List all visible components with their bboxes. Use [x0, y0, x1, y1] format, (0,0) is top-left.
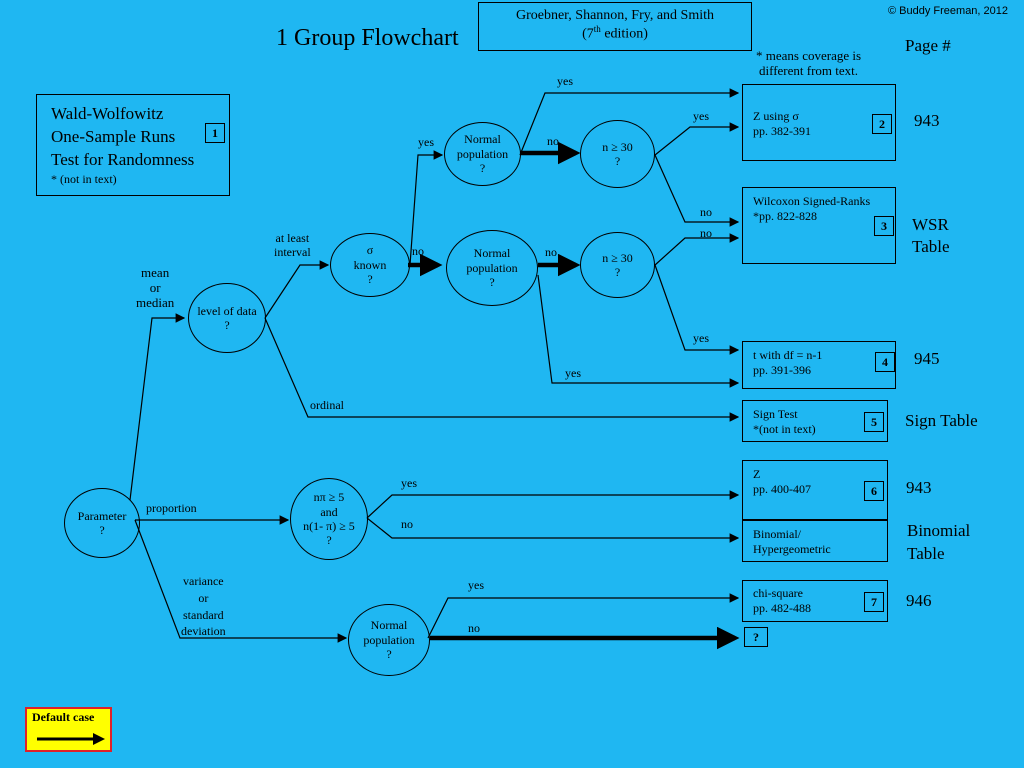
edge-normal-bot-yes [427, 593, 740, 639]
label-no-normal-top: no [547, 134, 559, 148]
wald-wolfowitz-title: Wald-Wolfowitz One-Sample Runs Test for … [51, 104, 195, 169]
normal-population-bottom-node: Normal population ? [348, 604, 430, 676]
source-box: Groebner, Shannon, Fry, and Smith (7th e… [478, 2, 752, 51]
label-yes-normal-mid: yes [565, 366, 581, 380]
result-number-7: 7 [864, 592, 884, 612]
coverage-note: * means coverage is different from text. [756, 48, 862, 78]
normal-population-mid-node: Normal population ? [446, 230, 538, 306]
default-case-label: Default case [32, 710, 95, 724]
level-of-data-node: level of data ? [188, 283, 266, 353]
page-ref-binomial: Binomial Table [907, 521, 971, 563]
edge-n30-top-no [654, 154, 740, 227]
np-condition-node: nπ ≥ 5 and n(1- π) ≥ 5 ? [290, 478, 368, 560]
arrow-right-icon [37, 733, 105, 745]
copyright: © Buddy Freeman, 2012 [888, 5, 1009, 17]
page-title: 1 Group Flowchart [276, 25, 459, 51]
label-yes-np: yes [401, 476, 417, 490]
n-ge-30-top-node: n ≥ 30 ? [580, 120, 655, 188]
label-yes-normal-bot: yes [468, 578, 484, 592]
result-number-6: 6 [864, 481, 884, 501]
label-at-least-interval: at least interval [274, 231, 311, 259]
label-ordinal: ordinal [310, 398, 344, 412]
sigma-known-node: σ known ? [330, 233, 410, 297]
result-unknown: ? [744, 627, 768, 647]
page-ref-3: WSR Table [912, 215, 950, 257]
wald-wolfowitz-box: Wald-Wolfowitz One-Sample Runs Test for … [36, 94, 230, 196]
n-ge-30-mid-node: n ≥ 30 ? [580, 232, 655, 298]
edge-n30-top-yes [654, 122, 740, 156]
label-yes-n30-top: yes [693, 109, 709, 123]
label-no-normal-mid: no [545, 245, 557, 259]
result-number-2: 2 [872, 114, 892, 134]
page-ref-7: 946 [906, 591, 932, 610]
label-no-normal-bot: no [468, 621, 480, 635]
wald-wolfowitz-note: * (not in text) [51, 171, 117, 186]
edge-normal-mid-yes [537, 274, 740, 388]
label-variance: variance or standard deviation [181, 574, 226, 639]
page-ref-2: 943 [914, 111, 940, 130]
label-no-n30-top: no [700, 205, 712, 219]
normal-population-top-node: Normal population ? [444, 122, 521, 186]
label-yes-normal-top: yes [557, 74, 573, 88]
source-authors: Groebner, Shannon, Fry, and Smith [515, 8, 714, 23]
default-case-legend: Default case [25, 707, 112, 752]
label-mean-median: mean or median [136, 265, 175, 310]
edge-sigma-yes [409, 150, 444, 266]
edge-n30-mid-no [654, 233, 740, 266]
label-yes-sigma: yes [418, 135, 434, 149]
edge-at-least-interval [264, 260, 330, 319]
result-wilcoxon: Wilcoxon Signed-Ranks*pp. 822-828 [742, 187, 896, 264]
edge-np-no [366, 517, 740, 543]
edge-ordinal [264, 317, 740, 422]
result-number-5: 5 [864, 412, 884, 432]
page-header: Page # [905, 36, 951, 55]
label-no-n30-mid: no [700, 226, 712, 240]
label-yes-n30-mid: yes [693, 331, 709, 345]
page-ref-4: 945 [914, 349, 940, 368]
label-no-sigma: no [412, 244, 424, 258]
edge-mean-median [129, 313, 186, 501]
edge-n30-mid-yes [654, 264, 740, 355]
edge-variance [134, 519, 348, 643]
source-edition: (7th edition) [582, 24, 648, 42]
result-number-4: 4 [875, 352, 895, 372]
result-number-3: 3 [874, 216, 894, 236]
result-number-1: 1 [205, 123, 225, 143]
label-no-np: no [401, 517, 413, 531]
page-ref-5: Sign Table [905, 411, 978, 430]
edge-normal-top-yes [519, 88, 740, 156]
parameter-node: Parameter ? [64, 488, 140, 558]
edge-np-yes [366, 490, 740, 519]
result-binomial: Binomial/Hypergeometric [742, 520, 888, 562]
result-sign-test: Sign Test*(not in text) [742, 400, 888, 442]
page-ref-6: 943 [906, 478, 932, 497]
label-proportion: proportion [146, 501, 197, 515]
